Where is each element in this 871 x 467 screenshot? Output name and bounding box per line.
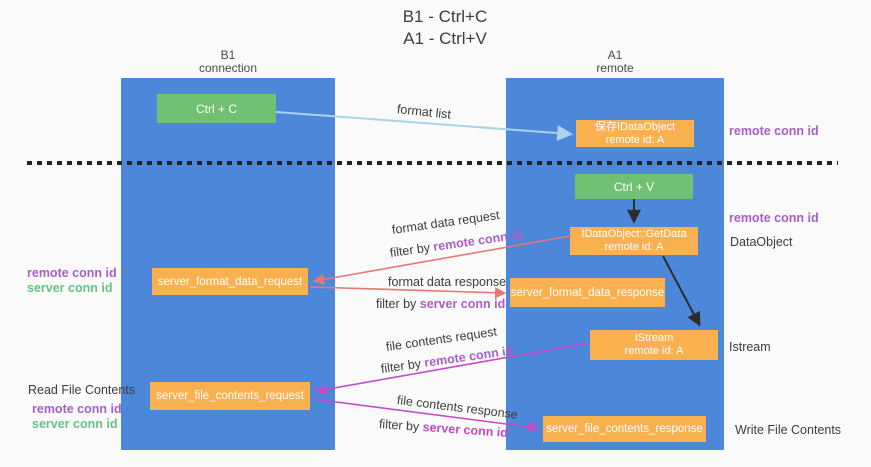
label-file-contents-response: file contents response bbox=[396, 393, 519, 422]
lane-a1-subtitle: remote bbox=[596, 61, 634, 75]
annotation-read-file-contents: Read File Contents bbox=[28, 383, 136, 397]
annotation-server-conn-id-left-bottom: server conn id bbox=[32, 417, 118, 431]
node-server-file-contents-response: server_file_contents_response bbox=[543, 416, 706, 442]
filter-key-text: remote conn id bbox=[423, 343, 515, 370]
divider-dashed-line bbox=[27, 161, 838, 165]
annotation-server-conn-id-left-mid: server conn id bbox=[27, 281, 113, 295]
node-getdata-line1: IDataObject::GetData bbox=[581, 228, 687, 240]
lane-header-a1: A1 remote bbox=[506, 49, 724, 75]
node-istream-line1: IStream bbox=[634, 332, 674, 344]
filter-key-text: server conn id bbox=[422, 420, 509, 440]
label-format-list: format list bbox=[396, 102, 452, 122]
node-server-file-contents-request: server_file_contents_request bbox=[150, 382, 310, 410]
node-server-format-data-response: server_format_data_response bbox=[510, 278, 665, 307]
filter-key-text: server conn id bbox=[419, 297, 506, 311]
annotation-remote-conn-id-left-bottom: remote conn id bbox=[32, 402, 122, 416]
annotation-remote-conn-id-top: remote conn id bbox=[729, 124, 819, 138]
node-getdata: IDataObject::GetData remote id: A bbox=[570, 227, 698, 255]
lane-b1-subtitle: connection bbox=[198, 61, 258, 75]
diagram-title: B1 - Ctrl+C A1 - Ctrl+V bbox=[330, 6, 560, 50]
annotation-remote-conn-id-left-mid: remote conn id bbox=[27, 266, 117, 280]
node-save-idataobject-line2: remote id: A bbox=[605, 133, 665, 146]
title-line-2: A1 - Ctrl+V bbox=[403, 29, 487, 48]
label-format-data-response: format data response bbox=[388, 275, 507, 289]
node-save-idataobject: 保存IDataObject remote id: A bbox=[576, 120, 694, 147]
node-istream-line2: remote id: A bbox=[624, 345, 684, 357]
filter-by-text: filter by bbox=[389, 240, 431, 260]
node-save-idataobject-line1: 保存IDataObject bbox=[594, 120, 676, 133]
lane-a1-name: A1 bbox=[607, 48, 623, 62]
title-line-1: B1 - Ctrl+C bbox=[402, 7, 488, 26]
annotation-write-file-contents: Write File Contents bbox=[735, 423, 842, 437]
node-getdata-line2: remote id: A bbox=[604, 241, 664, 253]
annotation-remote-conn-id-mid: remote conn id bbox=[729, 211, 819, 225]
filter-by-text: filter by bbox=[376, 297, 417, 311]
filter-by-text: filter by bbox=[378, 417, 420, 434]
node-ctrl-v: Ctrl + V bbox=[575, 174, 693, 199]
node-server-format-data-request: server_format_data_request bbox=[152, 268, 308, 295]
node-ctrl-c: Ctrl + C bbox=[157, 94, 276, 123]
filter-by-text: filter by bbox=[380, 356, 422, 376]
label-filter-format-response: filter by server conn id bbox=[376, 297, 505, 311]
lane-header-b1: B1 connection bbox=[121, 49, 335, 75]
label-filter-file-response: filter by server conn id bbox=[379, 417, 509, 440]
node-istream: IStream remote id: A bbox=[590, 330, 718, 360]
annotation-dataobject: DataObject bbox=[730, 235, 793, 249]
lane-b1-name: B1 bbox=[220, 48, 236, 62]
annotation-istream: Istream bbox=[729, 340, 771, 354]
